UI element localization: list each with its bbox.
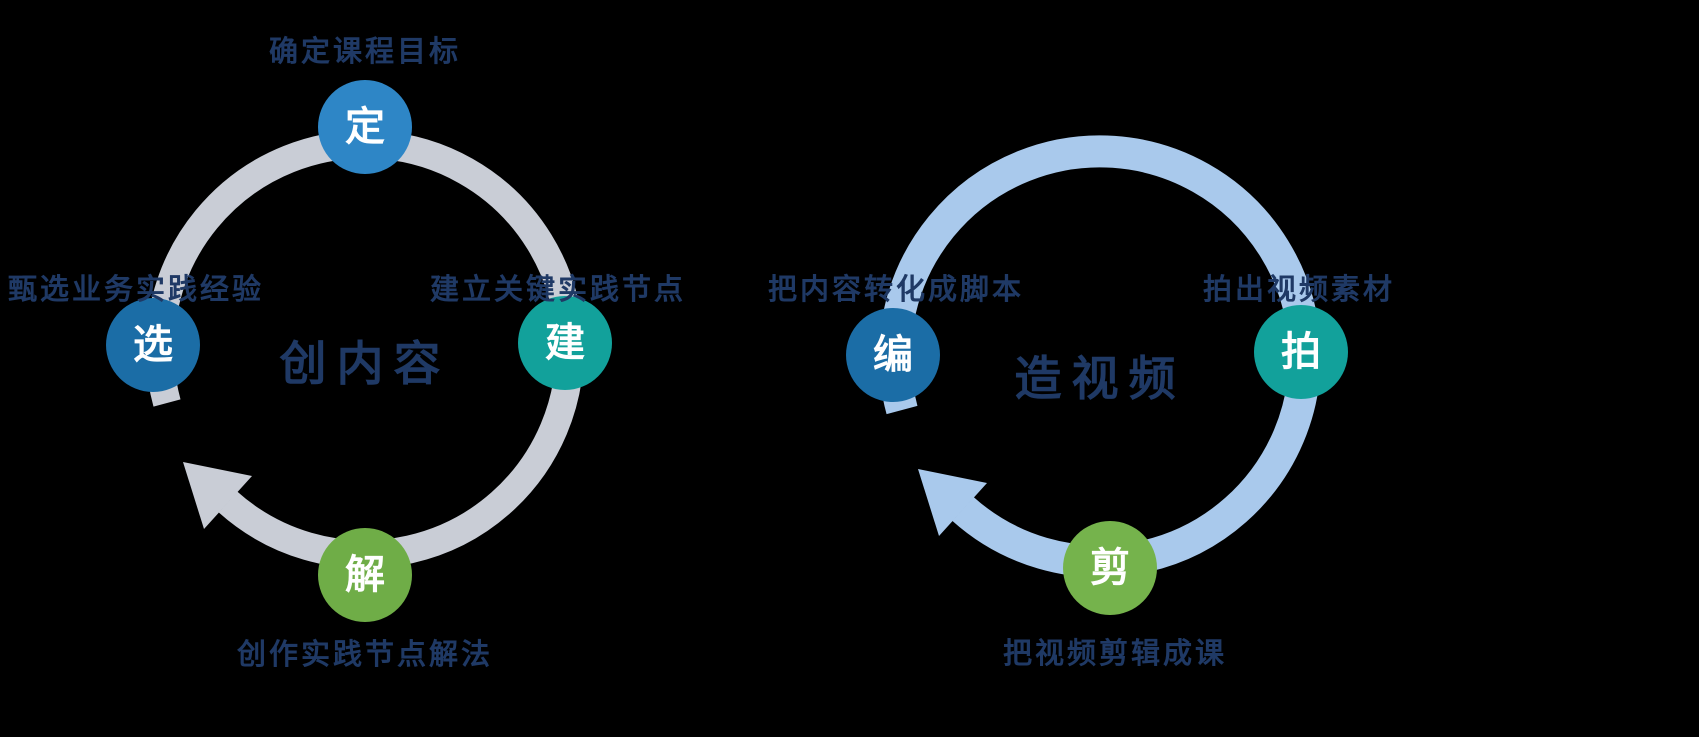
right-cycle-arrowhead-icon (918, 469, 987, 536)
left-cycle-arrowhead-icon (183, 462, 252, 529)
left-label-right: 建立关键实践节点 (430, 272, 687, 306)
left-node-right: 建 (518, 296, 612, 390)
right-diagram-title: 造视频 (1014, 352, 1186, 407)
right-label-left: 把内容转化成脚本 (768, 272, 1025, 306)
right-node-right: 拍 (1254, 305, 1348, 399)
left-label-top: 确定课程目标 (268, 34, 461, 68)
left-node-bottom: 解 (318, 528, 412, 622)
right-node-bottom: 剪 (1063, 521, 1157, 615)
left-label-left: 甄选业务实践经验 (8, 272, 265, 306)
right-label-right: 拍出视频素材 (1203, 272, 1396, 306)
left-node-top: 定 (318, 80, 412, 174)
left-node-left: 选 (106, 298, 200, 392)
right-node-left: 编 (846, 308, 940, 402)
left-diagram-title: 创内容 (279, 337, 451, 392)
right-label-bottom: 把视频剪辑成课 (1002, 636, 1227, 670)
left-label-bottom: 创作实践节点解法 (236, 637, 493, 671)
